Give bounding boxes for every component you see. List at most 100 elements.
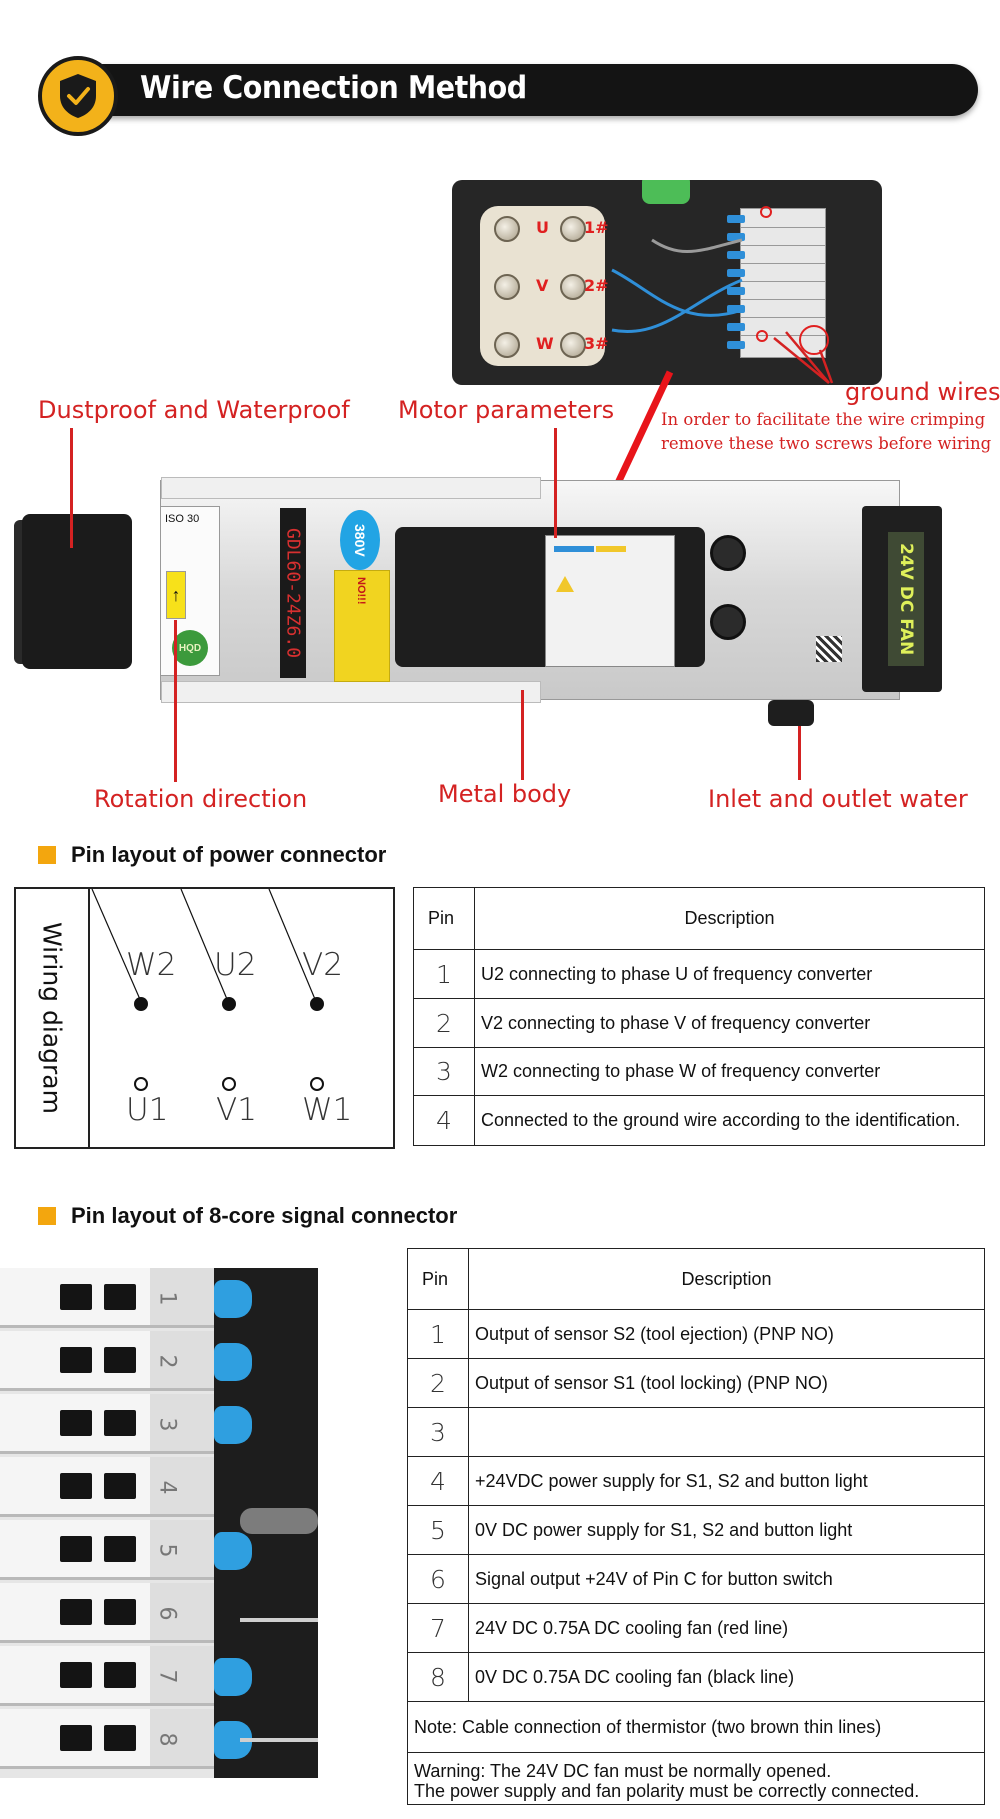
wiring-diagram-label: Wiring diagram (16, 889, 90, 1147)
callout-inlet-outlet-water: Inlet and outlet water (708, 785, 968, 813)
callout-rotation-direction: Rotation direction (94, 785, 308, 813)
rotation-arrow-icon: ↑ (166, 571, 186, 619)
terminal-dot (310, 997, 324, 1011)
terminal-w-label: W (536, 334, 554, 353)
pin-description: U2 connecting to phase U of frequency co… (474, 949, 985, 999)
cable-gland (710, 604, 746, 640)
terminal-dot (222, 997, 236, 1011)
table-row: 8 0V DC 0.75A DC cooling fan (black line… (407, 1652, 985, 1702)
column-header-description: Description (468, 1248, 985, 1310)
strip-number: 5 (154, 1543, 180, 1558)
junction-box-photo: U V W 1# 2# 3# (452, 180, 882, 385)
signal-terminal-photo: 1 2 3 4 5 6 7 8 (0, 1268, 318, 1778)
bullet-square-icon (38, 846, 56, 864)
column-header-pin: Pin (407, 1248, 469, 1310)
strip-number: 6 (154, 1606, 180, 1621)
shield-check-icon (38, 56, 118, 136)
terminal-ring (310, 1077, 324, 1091)
table-header-row: Pin Description (413, 887, 985, 950)
table-row: 7 24V DC 0.75A DC cooling fan (red line) (407, 1603, 985, 1653)
bullet-square-icon (38, 1207, 56, 1225)
callout-dustproof: Dustproof and Waterproof (38, 396, 350, 424)
pin-number: 3 (413, 1047, 475, 1096)
pin-number: 2 (407, 1358, 469, 1408)
pin-3-label: 3# (584, 334, 609, 353)
table-warning-row: Warning: The 24V DC fan must be normally… (407, 1752, 985, 1805)
table-row: 2 V2 connecting to phase V of frequency … (413, 998, 985, 1048)
table-note-row: Note: Cable connection of thermistor (tw… (407, 1701, 985, 1753)
terminal-v1: V1 (216, 1092, 257, 1128)
table-row: 4 +24VDC power supply for S1, S2 and but… (407, 1456, 985, 1506)
table-row: 1 U2 connecting to phase U of frequency … (413, 949, 985, 999)
terminal-u1: U1 (126, 1092, 169, 1128)
column-header-description: Description (474, 887, 985, 950)
pin-description: V2 connecting to phase V of frequency co… (474, 998, 985, 1048)
page-title: Wire Connection Method (140, 70, 527, 106)
pin-2-label: 2# (584, 276, 609, 295)
voltage-badge: 380V (340, 510, 380, 570)
pin-description: +24VDC power supply for S1, S2 and butto… (468, 1456, 985, 1506)
callout-note-line2: remove these two screws before wiring (661, 434, 992, 453)
pin-number: 8 (407, 1652, 469, 1702)
signal-terminal-strip (727, 208, 826, 358)
table-row: 3 W2 connecting to phase W of frequency … (413, 1047, 985, 1096)
water-fitting (768, 700, 814, 726)
ground-screw-markers (611, 206, 829, 355)
power-pin-table: Pin Description 1 U2 connecting to phase… (413, 887, 985, 1146)
warning-text: NO!!! (355, 577, 367, 605)
pin-number: 5 (407, 1505, 469, 1555)
strip-number: 3 (154, 1417, 180, 1432)
leader-line (70, 428, 73, 548)
strip-number: 7 (154, 1669, 180, 1684)
callout-metal-body: Metal body (438, 780, 572, 808)
strip-number: 1 (154, 1291, 180, 1306)
power-terminal-block: U V W (480, 206, 605, 366)
section-banner: Wire Connection Method (38, 56, 978, 136)
pin-description: Connected to the ground wire according t… (474, 1095, 985, 1146)
section-header-power: Pin layout of power connector (38, 842, 386, 868)
warning-sticker: NO!!! (334, 570, 390, 682)
pin-1-label: 1# (584, 218, 609, 237)
signal-pin-table: Pin Description 1 Output of sensor S2 (t… (407, 1248, 985, 1805)
pin-description: Output of sensor S2 (tool ejection) (PNP… (468, 1309, 985, 1359)
section-title: Pin layout of power connector (71, 842, 387, 867)
terminal-v2: V2 (302, 947, 343, 983)
qr-code (816, 636, 842, 662)
strip-number: 2 (154, 1354, 180, 1369)
cable-gland (710, 535, 746, 571)
pin-number: 6 (407, 1554, 469, 1604)
callout-note-line1: In order to facilitate the wire crimping (661, 410, 986, 429)
front-cap (22, 514, 132, 669)
pin-description: W2 connecting to phase W of frequency co… (474, 1047, 985, 1096)
warning-line: Warning: The 24V DC fan must be normally… (414, 1760, 832, 1781)
pin-number: 4 (413, 1095, 475, 1146)
table-header-row: Pin Description (407, 1248, 985, 1310)
terminal-dot (134, 997, 148, 1011)
table-row: 4 Connected to the ground wire according… (413, 1095, 985, 1146)
terminal-w2: W2 (126, 947, 177, 983)
table-row: 3 (407, 1407, 985, 1457)
table-row: 5 0V DC power supply for S1, S2 and butt… (407, 1505, 985, 1555)
pin-number: 4 (407, 1456, 469, 1506)
section-header-signal: Pin layout of 8-core signal connector (38, 1203, 457, 1229)
leader-line (521, 690, 524, 780)
pin-number: 2 (413, 998, 475, 1048)
iso-label: ISO 30 (165, 513, 200, 525)
terminal-ring (222, 1077, 236, 1091)
table-row: 1 Output of sensor S2 (tool ejection) (P… (407, 1309, 985, 1359)
pin-number: 7 (407, 1603, 469, 1653)
terminal-u2: U2 (214, 947, 257, 983)
strip-number: 4 (154, 1480, 180, 1495)
model-label: GDL60-24Z6.0 (280, 508, 306, 678)
motor-parameter-plate (545, 535, 675, 667)
section-title: Pin layout of 8-core signal connector (71, 1203, 458, 1228)
pin-description: Signal output +24V of Pin C for button s… (468, 1554, 985, 1604)
leader-line (174, 620, 177, 782)
pin-description: 0V DC power supply for S1, S2 and button… (468, 1505, 985, 1555)
pin-description: 24V DC 0.75A DC cooling fan (red line) (468, 1603, 985, 1653)
terminal-v-label: V (536, 276, 549, 295)
callout-motor-parameters: Motor parameters (398, 396, 615, 424)
leader-line (798, 726, 801, 780)
pin-number: 1 (413, 949, 475, 999)
pin-number: 3 (407, 1407, 469, 1457)
